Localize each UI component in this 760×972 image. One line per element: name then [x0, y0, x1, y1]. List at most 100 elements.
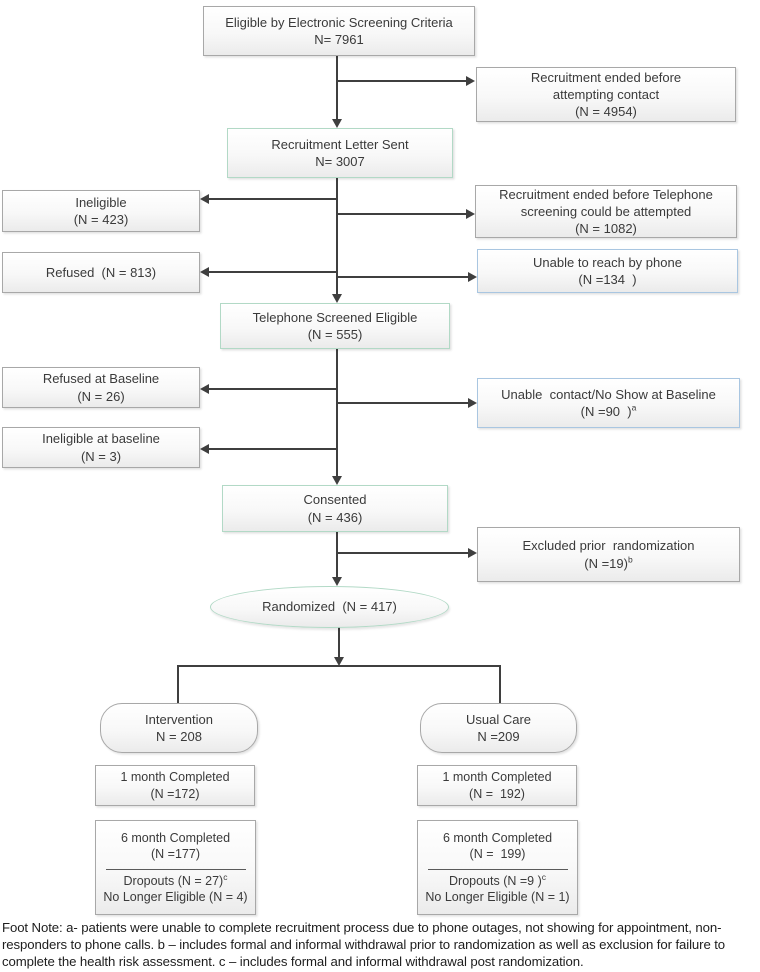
node-usual-care: Usual Care N =209 [420, 703, 577, 753]
node-unable-phone: Unable to reach by phone (N =134 ) [477, 249, 738, 293]
arrowhead-down-letter-sent [332, 119, 342, 128]
divider-line [427, 869, 568, 870]
node-unable-phone-count: (N =134 ) [578, 272, 637, 287]
node-refused-baseline: Refused at Baseline (N = 26) [2, 367, 200, 408]
node-ineligible-baseline: Ineligible at baseline (N = 3) [2, 427, 200, 468]
node-consented-label: Consented [303, 492, 367, 508]
node-intervention-count: N = 208 [156, 729, 202, 744]
connector-branch-refused-baseline [208, 388, 338, 390]
node-usual-care-label: Usual Care [465, 711, 532, 727]
node-randomized: Randomized (N = 417) [210, 586, 449, 628]
connector-letter-to-telephone [336, 178, 338, 295]
arrowhead-right-ended-contact [466, 76, 475, 86]
node-intervention-6month-label: 6 month Completed [120, 830, 231, 845]
node-refused: Refused (N = 813) [2, 252, 200, 293]
footnote-marker-c: c [223, 871, 228, 882]
node-ineligible-baseline-label: Ineligible at baseline [42, 431, 160, 447]
node-intervention-nolonger: No Longer Eligible (N = 4) [103, 890, 248, 905]
node-intervention-label: Intervention [145, 711, 213, 727]
node-refused-label: Refused (N = 813) [45, 264, 157, 280]
node-usualcare-1month-count: (N = 192) [469, 786, 525, 801]
connector-consented-to-randomized [336, 532, 338, 578]
node-usualcare-6month-count: (N = 199) [469, 846, 526, 861]
node-usualcare-1month: 1 month Completed (N = 192) [417, 765, 577, 806]
connector-branch-refused [208, 271, 338, 273]
node-intervention-6month-count: (N =177) [151, 846, 200, 861]
node-letter-sent-count: N= 3007 [315, 154, 365, 169]
node-telephone-screened-count: (N = 555) [307, 327, 363, 342]
arrowhead-left-refused [200, 267, 209, 277]
connector-branch-unable-phone [337, 276, 469, 278]
footnote-marker-a: a [631, 402, 637, 413]
arrowhead-down-consented [332, 476, 342, 485]
arrowhead-down-split [334, 657, 344, 666]
arrowhead-left-ineligible [200, 194, 209, 204]
node-telephone-screened-label: Telephone Screened Eligible [252, 309, 418, 325]
connector-split-horizontal [177, 665, 501, 667]
node-ineligible-baseline-count: (N = 3) [80, 448, 122, 464]
connector-eligible-to-letter [336, 56, 338, 120]
node-excluded-prior-count: (N =19)b [584, 554, 633, 571]
node-usualcare-dropouts: Dropouts (N =9 )c [449, 871, 546, 888]
node-usualcare-nolonger: No Longer Eligible (N = 1) [425, 890, 570, 905]
arrowhead-down-telephone-screened [332, 294, 342, 303]
node-randomized-label: Randomized (N = 417) [262, 599, 397, 615]
node-letter-sent-label: Recruitment Letter Sent [271, 136, 409, 152]
node-intervention-dropouts: Dropouts (N = 27)c [123, 871, 228, 888]
node-telephone-screened: Telephone Screened Eligible (N = 555) [220, 303, 450, 349]
node-usualcare-6month-label: 6 month Completed [442, 830, 553, 845]
node-ineligible-count: (N = 423) [73, 212, 129, 227]
arrowhead-down-randomized [332, 577, 342, 586]
node-unable-phone-label: Unable to reach by phone [533, 254, 682, 270]
arrowhead-left-ineligible-baseline [200, 444, 209, 454]
node-ineligible-label: Ineligible [75, 194, 127, 210]
connector-branch-ineligible [208, 198, 338, 200]
node-ended-telephone: Recruitment ended before Telephone scree… [475, 185, 737, 238]
node-intervention-1month: 1 month Completed (N =172) [95, 765, 255, 806]
connector-branch-ended-contact [337, 80, 467, 82]
node-refused-baseline-count: (N = 26) [77, 388, 125, 404]
node-intervention: Intervention N = 208 [100, 703, 258, 753]
connector-branch-unable-baseline [337, 402, 469, 404]
arrowhead-right-excluded-prior [468, 548, 477, 558]
node-ended-telephone-count: (N = 1082) [575, 221, 637, 237]
node-unable-baseline-count: (N =90 )a [580, 402, 637, 419]
node-ineligible: Ineligible (N = 423) [2, 190, 200, 232]
arrowhead-right-unable-phone [468, 272, 477, 282]
node-intervention-1month-count: (N =172) [150, 786, 200, 801]
node-eligible-count: N= 7961 [314, 32, 364, 47]
node-refused-baseline-label: Refused at Baseline [42, 371, 160, 387]
footnote-marker-c: c [541, 871, 546, 882]
node-letter-sent: Recruitment Letter Sent N= 3007 [227, 128, 453, 178]
node-usual-care-count: N =209 [477, 729, 520, 744]
arrowhead-left-refused-baseline [200, 384, 209, 394]
connector-split-to-intervention [177, 665, 179, 703]
node-ended-contact-label: Recruitment ended before attempting cont… [530, 69, 685, 102]
node-unable-baseline: Unable contact/No Show at Baseline (N =9… [477, 378, 740, 428]
arrowhead-right-ended-telephone [466, 209, 475, 219]
connector-telephone-to-consented [336, 349, 338, 477]
arrowhead-right-unable-baseline [468, 398, 477, 408]
connector-branch-ended-telephone [337, 213, 467, 215]
node-excluded-prior: Excluded prior randomization (N =19)b [477, 527, 740, 582]
connector-randomized-to-split [338, 627, 340, 658]
node-ended-telephone-label: Recruitment ended before Telephone scree… [499, 186, 717, 219]
footnote-text: Foot Note: a- patients were unable to co… [2, 920, 726, 970]
node-usualcare-1month-label: 1 month Completed [442, 770, 552, 785]
node-excluded-prior-label: Excluded prior randomization [522, 538, 695, 554]
node-intervention-1month-label: 1 month Completed [120, 770, 230, 785]
node-eligible: Eligible by Electronic Screening Criteri… [203, 6, 475, 56]
divider-line [105, 869, 246, 870]
connector-branch-ineligible-baseline [208, 448, 338, 450]
footnote-marker-b: b [627, 554, 633, 565]
node-unable-baseline-label: Unable contact/No Show at Baseline [501, 386, 716, 402]
connector-branch-excluded-prior [337, 552, 469, 554]
node-usualcare-6month: 6 month Completed (N = 199) Dropouts (N … [417, 820, 578, 915]
node-ended-contact: Recruitment ended before attempting cont… [476, 67, 736, 122]
node-intervention-6month: 6 month Completed (N =177) Dropouts (N =… [95, 820, 256, 915]
node-ended-contact-count: (N = 4954) [575, 104, 637, 120]
node-consented: Consented (N = 436) [222, 485, 448, 532]
node-eligible-label: Eligible by Electronic Screening Criteri… [225, 14, 453, 30]
connector-split-to-usual-care [499, 665, 501, 703]
